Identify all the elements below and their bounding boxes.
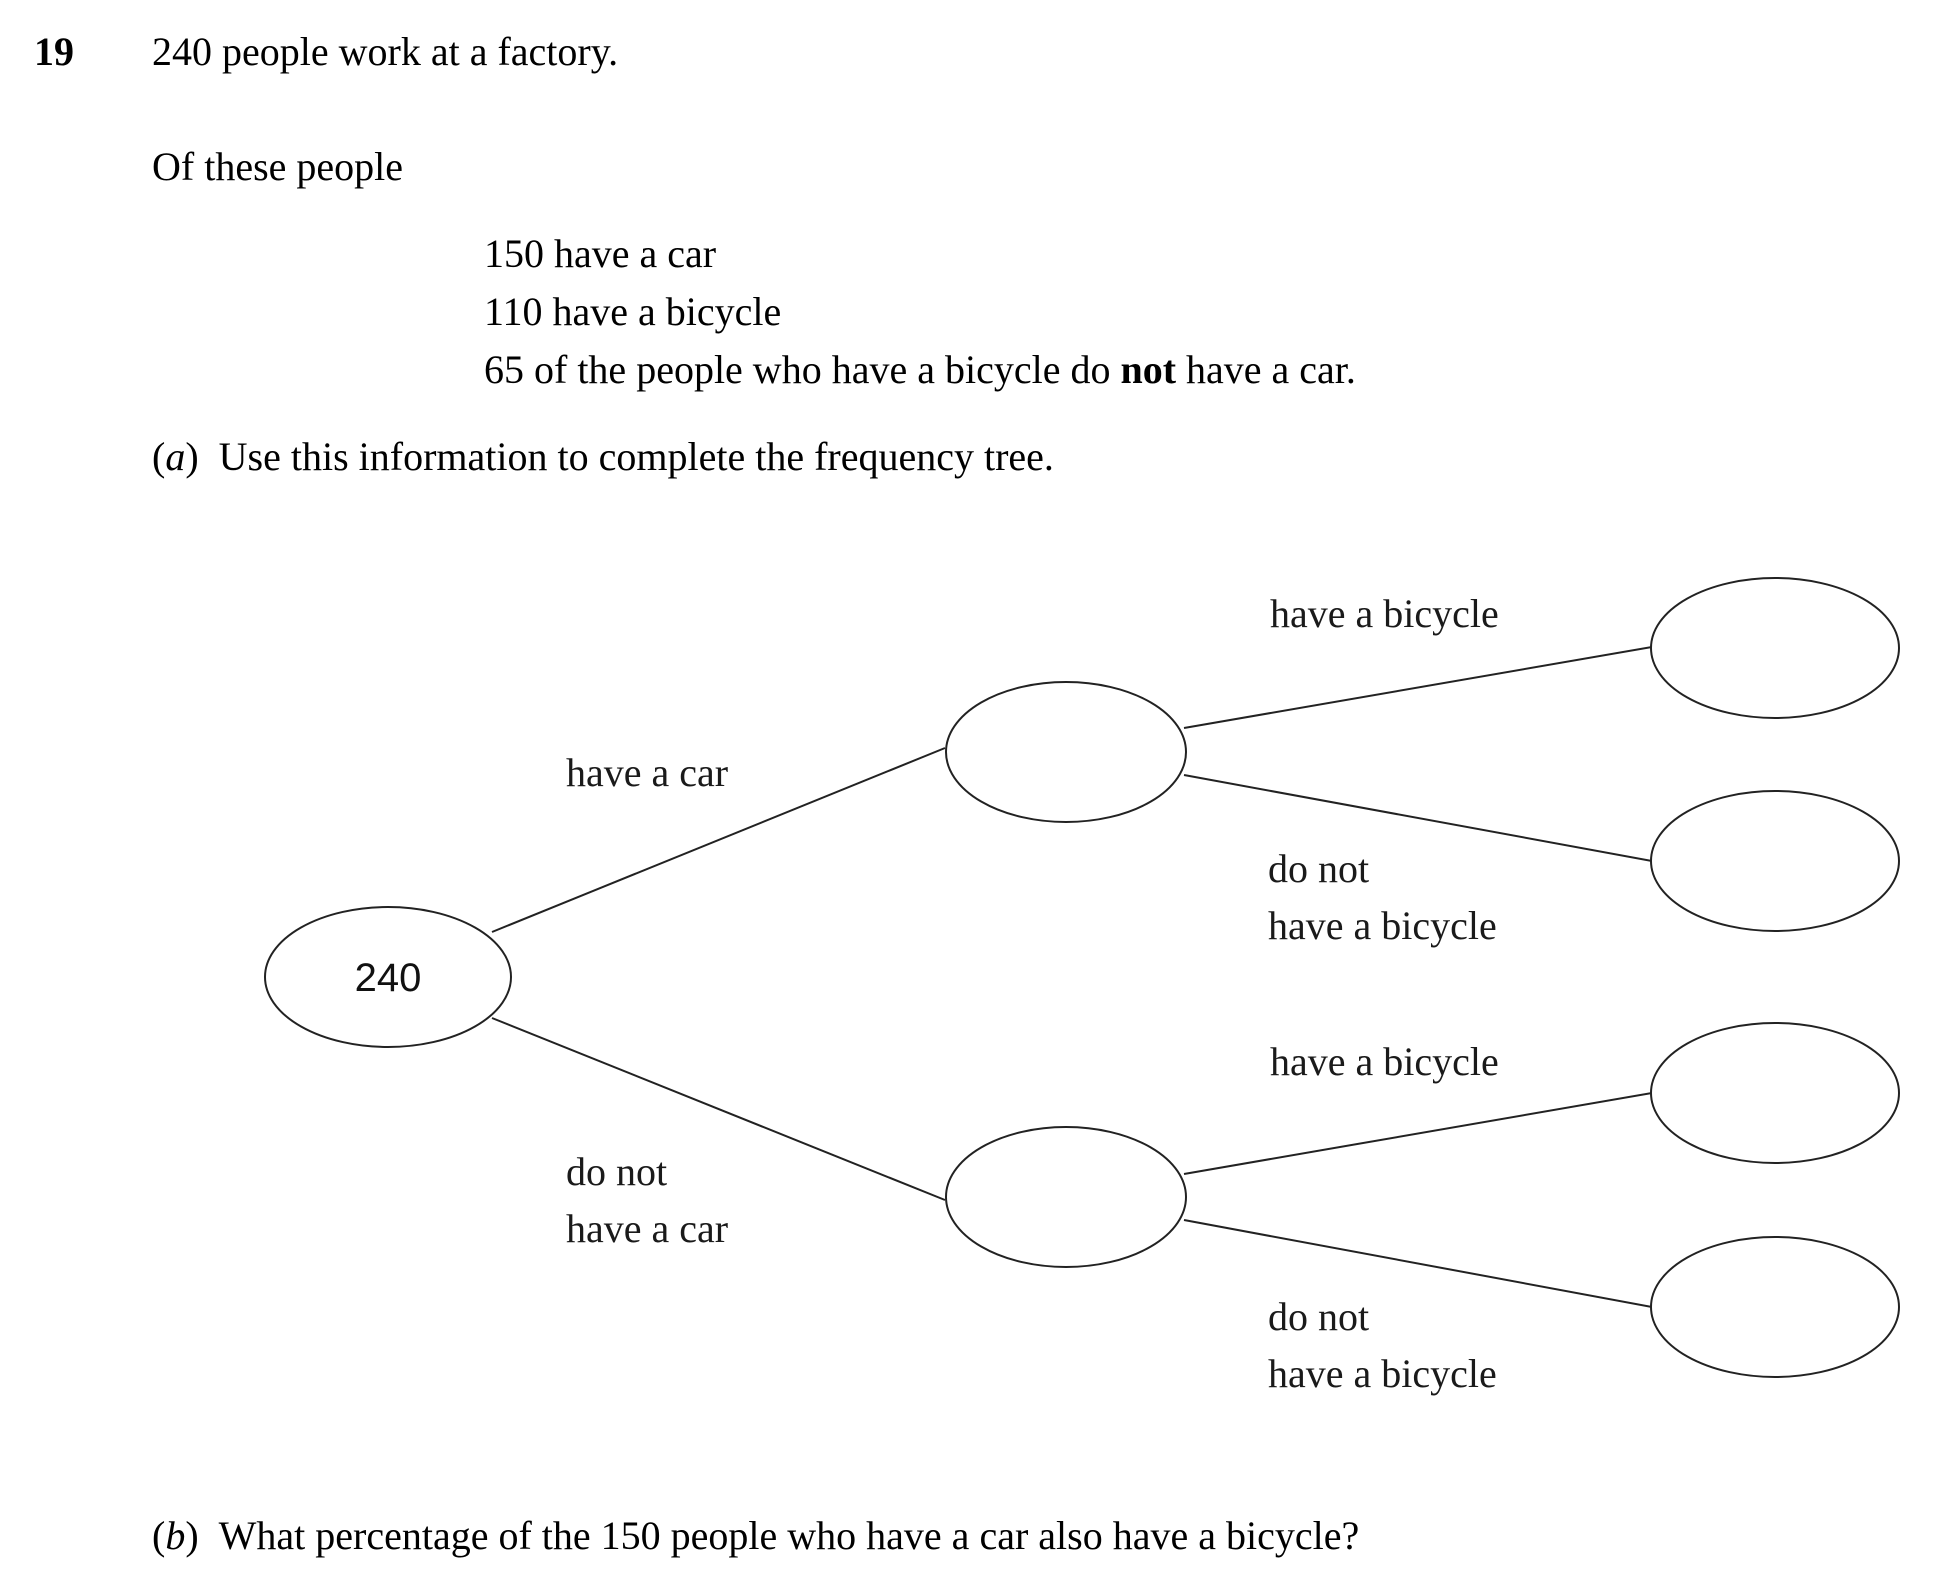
branch-no-car-bicycle <box>1183 1092 1653 1175</box>
no-car-no-bicycle-node[interactable] <box>1650 1236 1900 1378</box>
label-car-no-bicycle-line2: have a bicycle <box>1268 903 1497 948</box>
no-car-bicycle-node[interactable] <box>1650 1022 1900 1164</box>
part-a: (a) Use this information to complete the… <box>152 434 1054 479</box>
label-no-car-line1: do not <box>566 1149 668 1194</box>
label-have-car: have a car <box>566 750 729 795</box>
of-these-people: Of these people <box>152 144 404 189</box>
car-bicycle-node[interactable] <box>1650 577 1900 719</box>
car-node[interactable] <box>945 681 1187 823</box>
root-node <box>264 906 512 1048</box>
fact3-after: have a car. <box>1176 347 1356 392</box>
car-no-bicycle-node[interactable] <box>1650 790 1900 932</box>
label-car-bicycle: have a bicycle <box>1270 591 1499 636</box>
part-b: (b) What percentage of the 150 people wh… <box>152 1513 1360 1558</box>
label-no-car-line2: have a car <box>566 1206 729 1251</box>
branch-car-no-bicycle <box>1183 774 1653 862</box>
part-a-letter: a <box>165 434 186 479</box>
branch-no-car-no-bicycle <box>1183 1219 1653 1308</box>
label-no-car-no-bicycle-line1: do not <box>1268 1294 1370 1339</box>
branch-no-car <box>491 1017 946 1201</box>
fact3-before: 65 of the people who have a bicycle do <box>484 347 1121 392</box>
fact3-emphasis: not <box>1120 347 1177 392</box>
part-a-text: Use this information to complete the fre… <box>218 434 1054 479</box>
no-car-node[interactable] <box>945 1126 1187 1268</box>
root-value: 240 <box>355 956 422 1000</box>
fact-car: 150 have a car <box>484 231 717 276</box>
part-b-text: What percentage of the 150 people who ha… <box>218 1513 1360 1558</box>
label-no-car-bicycle: have a bicycle <box>1270 1039 1499 1084</box>
fact-bicycle: 110 have a bicycle <box>484 289 782 334</box>
question-intro: 240 people work at a factory. <box>152 29 619 74</box>
label-no-car-no-bicycle-line2: have a bicycle <box>1268 1351 1497 1396</box>
branch-car <box>491 747 946 933</box>
label-car-no-bicycle-line1: do not <box>1268 846 1370 891</box>
fact-bicycle-no-car: 65 of the people who have a bicycle do n… <box>484 346 1356 393</box>
branch-car-bicycle <box>1183 646 1653 729</box>
part-b-letter: b <box>165 1513 186 1558</box>
question-number: 19 <box>34 29 74 74</box>
